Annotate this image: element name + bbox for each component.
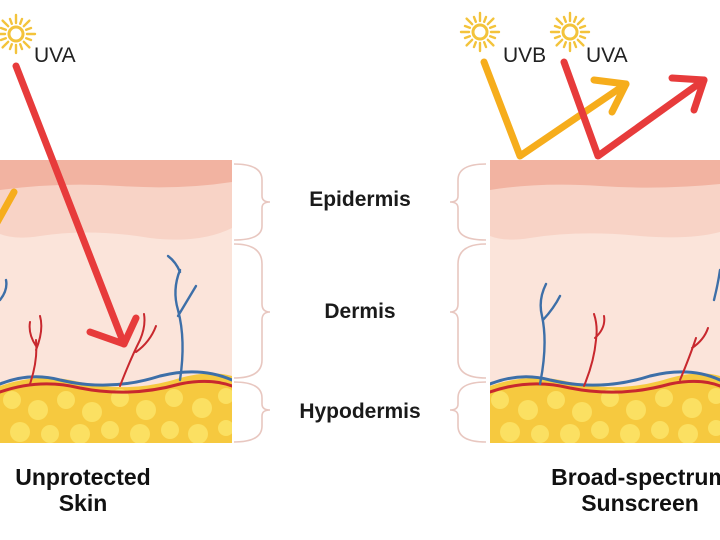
epidermis-top-layer (0, 160, 232, 190)
ray-label-uva: UVA (586, 44, 628, 67)
caption-broad-spectrum-sunscreen: Broad-spectrum Sunscreen (540, 464, 720, 516)
right-skin-block (490, 160, 720, 443)
caption-line: Skin (58, 490, 108, 516)
brace-epidermis-left (233, 163, 271, 241)
brace-dermis-left (233, 243, 271, 379)
brace-epidermis-right (449, 163, 487, 241)
layer-label-hypodermis: Hypodermis (299, 400, 420, 423)
epidermis-top-layer (490, 160, 720, 190)
uvb-ray-reflected (480, 58, 630, 160)
vein-branch (166, 254, 198, 382)
sun-icon (549, 11, 591, 53)
caption-line: Broad-spectrum (551, 464, 720, 490)
blood-vessels (490, 268, 720, 394)
caption-line: Sunscreen (581, 490, 699, 516)
layer-braces (233, 163, 487, 443)
ray-label-uva: UVA (34, 44, 76, 67)
uvb-ray-partial (0, 188, 18, 225)
brace-dermis-right (449, 243, 487, 379)
vein-branch (538, 282, 562, 386)
layer-label-dermis: Dermis (324, 300, 395, 323)
artery-branch (679, 327, 709, 381)
artery-branch (119, 313, 157, 387)
layer-label-epidermis: Epidermis (309, 188, 411, 211)
artery-branch (583, 313, 606, 387)
vein-branch (0, 278, 8, 302)
uva-ray-penetrating (12, 62, 140, 348)
uva-ray-reflected (560, 58, 708, 160)
ray-label-uvb: UVB (503, 44, 546, 67)
vein (0, 370, 232, 387)
artery (0, 379, 232, 394)
sun-icon (459, 11, 501, 53)
caption-line: Unprotected (15, 464, 151, 490)
left-skin-block (0, 160, 232, 443)
caption-unprotected-skin: Unprotected Skin (0, 464, 166, 516)
brace-hypodermis-right (449, 381, 487, 443)
vein (490, 370, 720, 387)
brace-hypodermis-left (233, 381, 271, 443)
blood-vessels (0, 254, 232, 394)
sun-icon (0, 13, 37, 55)
artery (490, 379, 720, 394)
artery-branch (28, 315, 43, 385)
